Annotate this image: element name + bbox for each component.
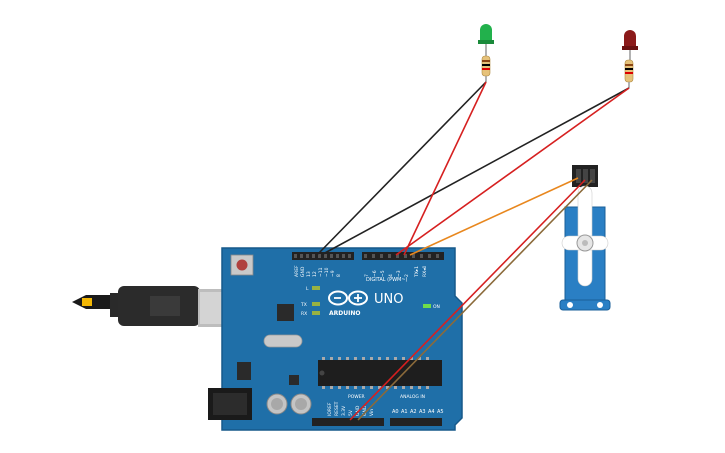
wires bbox=[317, 81, 630, 421]
a0-label: A0 bbox=[392, 409, 399, 415]
pin-9-label: ~9 bbox=[330, 270, 336, 277]
pin-5-label: ~5 bbox=[380, 270, 386, 277]
a3-label: A3 bbox=[419, 409, 426, 415]
power-header-label: POWER bbox=[348, 394, 365, 400]
pin-0-label: RX◂0 bbox=[422, 266, 428, 277]
a5-label: A5 bbox=[437, 409, 444, 415]
reset-pin-label: RESET bbox=[334, 401, 340, 416]
digital-pin-labels: AREF GND 13 12 ~11 ~10 ~9 8 7 ~6 ~5 4 ~3… bbox=[294, 265, 428, 278]
a1-label: A1 bbox=[401, 409, 408, 415]
digital-header-label: DIGITAL (PWM~) bbox=[366, 277, 408, 283]
digital-header bbox=[292, 252, 444, 260]
microcontroller-chip bbox=[318, 357, 442, 389]
pin-12-label: 12 bbox=[312, 271, 318, 277]
pin-7-label: 7 bbox=[364, 274, 370, 277]
red-led[interactable] bbox=[622, 30, 638, 60]
arduino-logo bbox=[328, 290, 368, 306]
vin-label: Vin bbox=[369, 409, 375, 416]
power-led: ON bbox=[423, 304, 440, 310]
wire-signal-green-led[interactable] bbox=[403, 81, 487, 256]
analog-header-label: ANALOG IN bbox=[400, 394, 425, 400]
gnd-pin-label: GND bbox=[300, 266, 306, 277]
ioref-label: IOREF bbox=[327, 402, 333, 416]
small-chip bbox=[289, 375, 299, 385]
led-rx-label: RX bbox=[301, 311, 307, 317]
voltage-regulator bbox=[237, 362, 251, 380]
pin-3-label: ~3 bbox=[396, 270, 402, 277]
led-tx-label: TX bbox=[300, 302, 307, 308]
crystal-oscillator bbox=[263, 334, 303, 348]
board-brand: ARDUINO bbox=[329, 310, 360, 317]
pin-1-label: TX▸1 bbox=[414, 266, 420, 278]
v33-label: 3.3V bbox=[341, 405, 347, 416]
wire-signal-red-led[interactable] bbox=[395, 87, 630, 256]
board-model: UNO bbox=[374, 292, 403, 307]
gnd1-label: GND bbox=[355, 405, 361, 416]
status-leds: L TX RX bbox=[300, 286, 320, 317]
wire-servo-power[interactable] bbox=[349, 179, 586, 421]
power-header bbox=[312, 418, 442, 426]
wire-gnd-red-led[interactable] bbox=[322, 87, 630, 255]
usb-chip bbox=[277, 304, 294, 321]
pin-11-label: ~11 bbox=[318, 267, 324, 277]
pin-6-label: ~6 bbox=[372, 270, 378, 277]
servo-motor[interactable] bbox=[559, 165, 611, 311]
a4-label: A4 bbox=[428, 409, 435, 415]
dc-power-jack[interactable] bbox=[208, 388, 252, 420]
wire-servo-ground[interactable] bbox=[357, 179, 593, 421]
v5-label: 5V bbox=[348, 409, 354, 416]
pin-8-label: 8 bbox=[336, 274, 342, 277]
analog-pin-labels: A0 A1 A2 A3 A4 A5 bbox=[392, 409, 444, 415]
capacitors bbox=[266, 393, 312, 415]
reset-button[interactable] bbox=[230, 254, 254, 276]
led-l-label: L bbox=[306, 286, 309, 292]
green-led[interactable] bbox=[478, 24, 494, 56]
wire-gnd-green-led[interactable] bbox=[317, 81, 487, 255]
on-label: ON bbox=[433, 304, 440, 310]
red-led-resistor[interactable] bbox=[624, 59, 634, 88]
gnd2-label: GND bbox=[362, 405, 368, 416]
a2-label: A2 bbox=[410, 409, 417, 415]
power-pin-labels: IOREF RESET 3.3V 5V GND GND Vin bbox=[327, 401, 375, 416]
green-led-resistor[interactable] bbox=[481, 55, 491, 82]
pin-2-label: 2 bbox=[404, 274, 410, 277]
wire-servo-signal[interactable] bbox=[409, 177, 579, 256]
pin-10-label: ~10 bbox=[324, 267, 330, 277]
pin-4-label: 4 bbox=[388, 274, 394, 277]
pin-13-label: 13 bbox=[306, 271, 312, 277]
aref-label: AREF bbox=[294, 265, 300, 277]
